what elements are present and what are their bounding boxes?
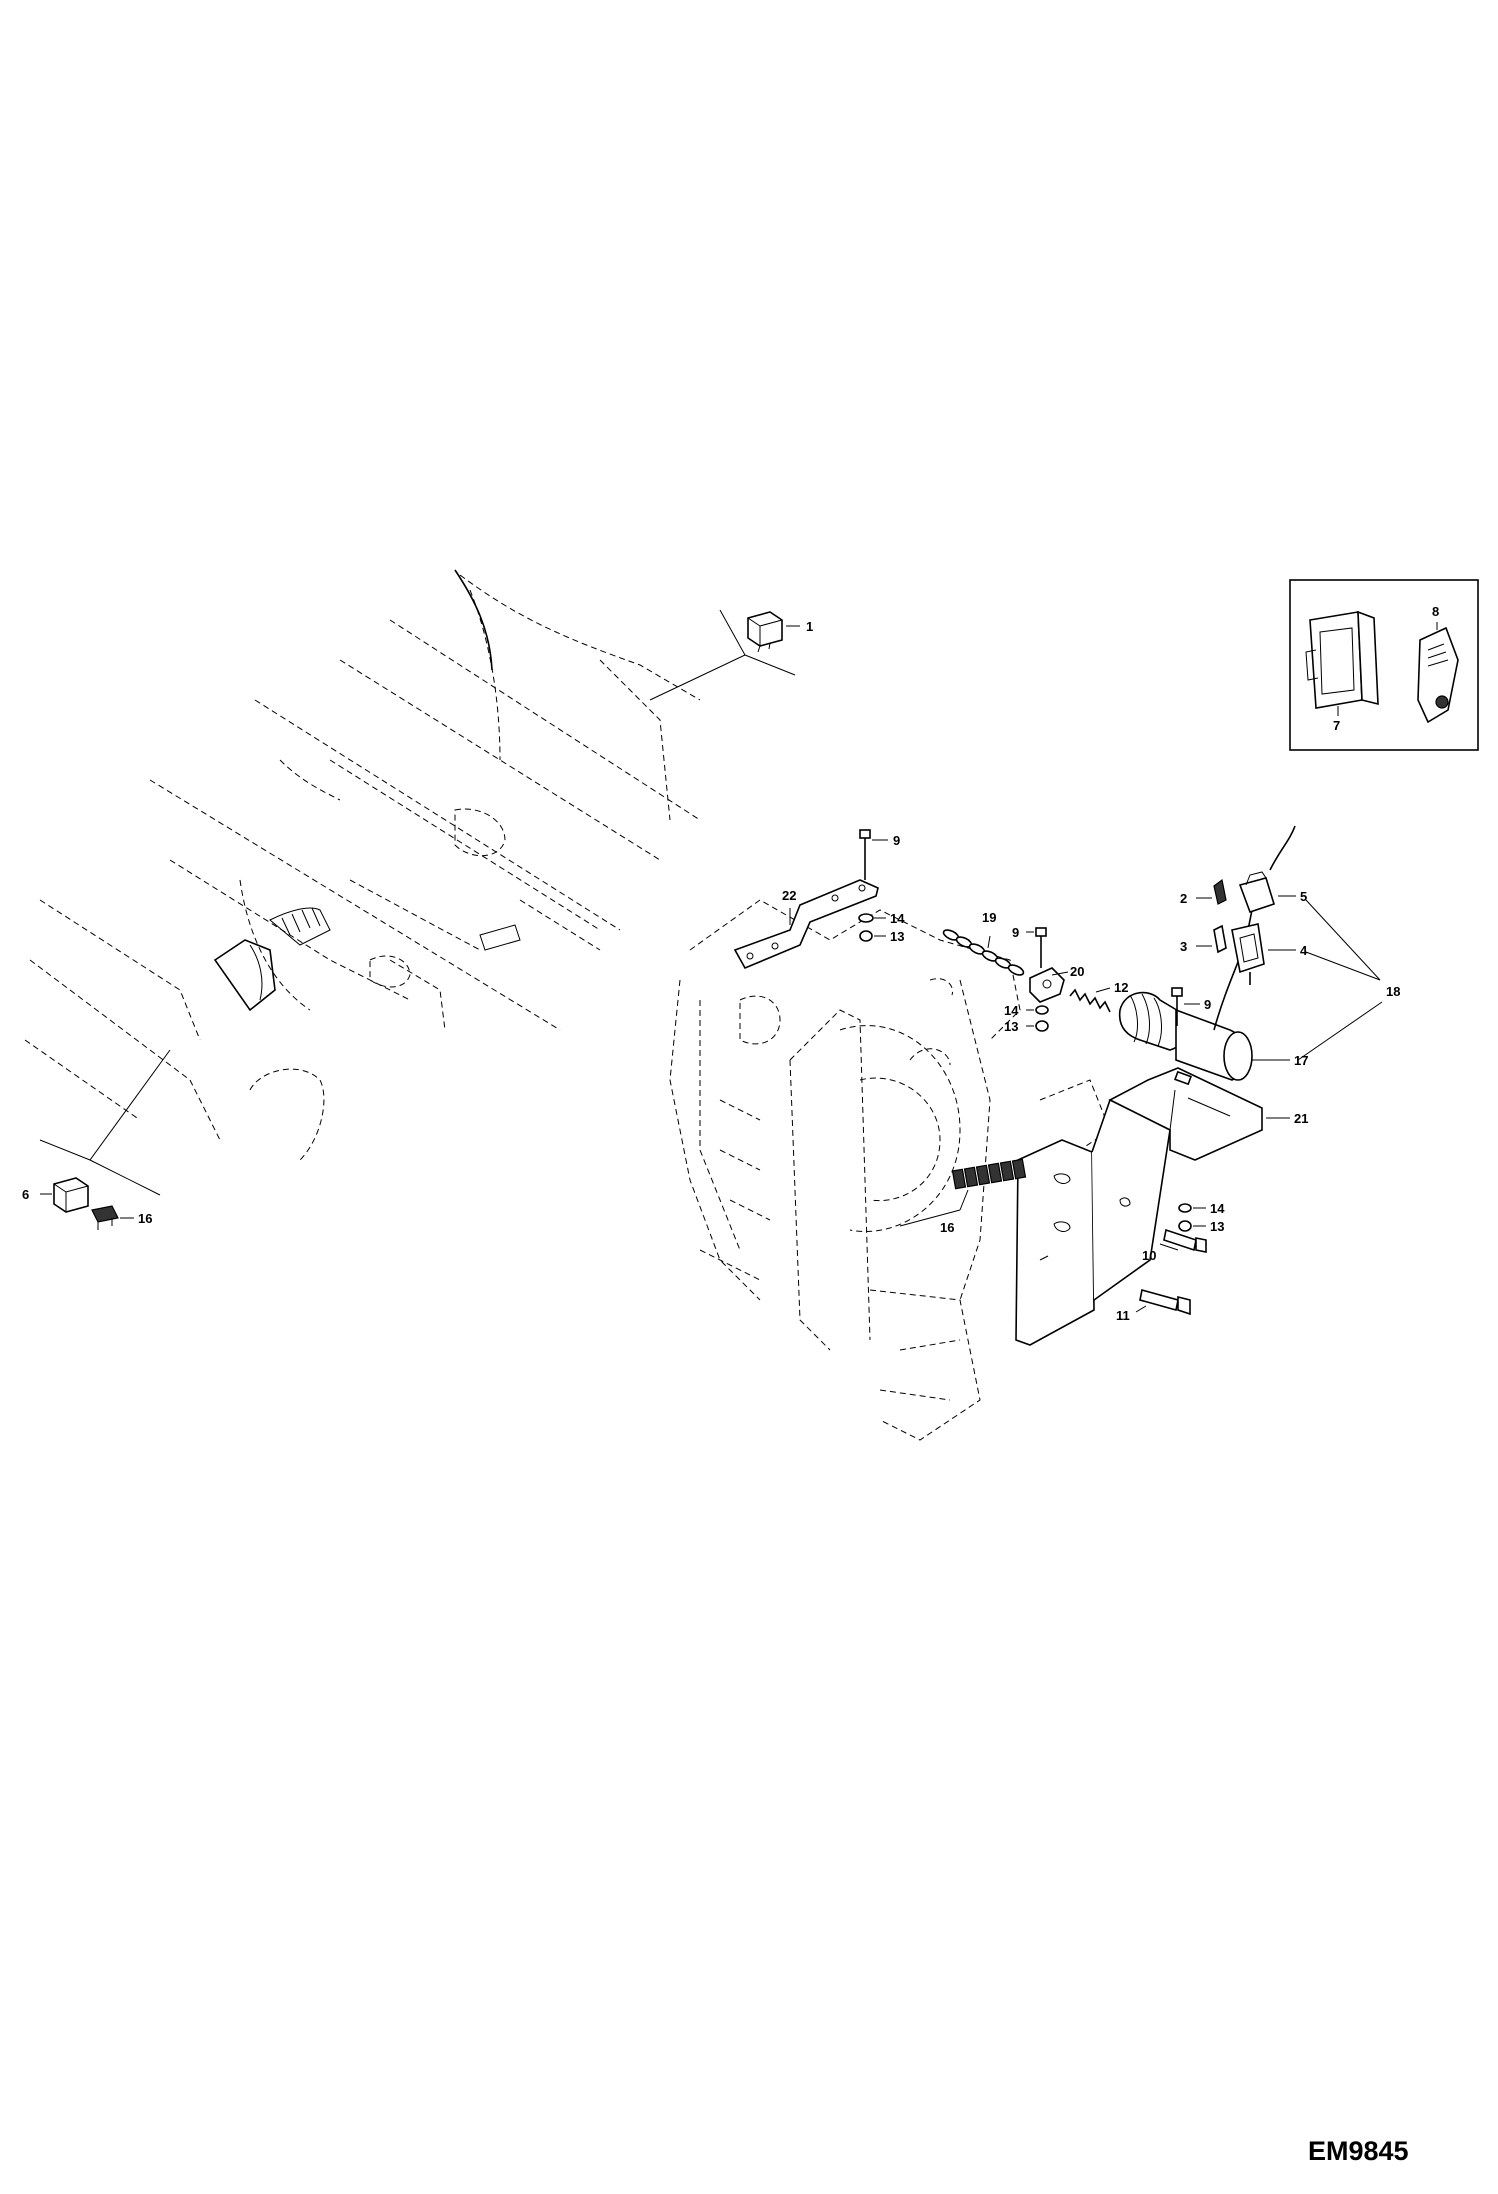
callout-21: 21 <box>1294 1111 1308 1126</box>
callout-2: 2 <box>1180 891 1187 906</box>
clevis-part-20 <box>1029 967 1069 1003</box>
switch-part-7 <box>1305 610 1379 709</box>
bolt-part-9-b <box>1026 927 1047 968</box>
callout-3: 3 <box>1180 939 1187 954</box>
callout-22: 22 <box>782 888 796 903</box>
leader-lines-left <box>39 609 796 1196</box>
callout-9-mid: 9 <box>1012 925 1019 940</box>
callout-20: 20 <box>1070 964 1084 979</box>
callout-12: 12 <box>1114 980 1128 995</box>
callout-9-top: 9 <box>893 833 900 848</box>
inset-box <box>1289 579 1479 751</box>
bolt-part-10 <box>1159 1228 1207 1253</box>
diode-part-16 <box>91 1205 134 1230</box>
callout-19: 19 <box>982 910 996 925</box>
callout-14-top: 14 <box>890 911 905 926</box>
chain-part-19 <box>942 929 1025 976</box>
callout-16-right: 16 <box>940 1220 954 1235</box>
vehicle-frame-solid-detail <box>213 569 521 1012</box>
callout-8: 8 <box>1432 604 1439 619</box>
callout-18: 18 <box>1386 984 1400 999</box>
callout-13-top: 13 <box>890 929 904 944</box>
callout-13-low: 13 <box>1210 1219 1224 1234</box>
callout-14-low: 14 <box>1210 1201 1225 1216</box>
washer-part-14-c <box>1178 1203 1206 1232</box>
callout-6: 6 <box>22 1187 29 1202</box>
connector-part-5 <box>1238 871 1296 914</box>
relay-part-6 <box>40 1177 89 1213</box>
callout-10: 10 <box>1142 1248 1156 1263</box>
bracket-part-22 <box>733 879 879 970</box>
connector-part-4 <box>1231 923 1296 985</box>
bolt-part-9-c <box>1171 987 1200 1026</box>
connector-block-part-16 <box>899 1158 1027 1227</box>
callout-14-mid: 14 <box>1004 1003 1019 1018</box>
callout-5: 5 <box>1300 889 1307 904</box>
callout-7: 7 <box>1333 718 1340 733</box>
bolt-part-9-a <box>859 829 888 880</box>
callout-9-right: 9 <box>1204 997 1211 1012</box>
mounting-plate <box>1015 1098 1171 1346</box>
solenoid-part-17 <box>1118 991 1290 1081</box>
callout-13-mid: 13 <box>1004 1019 1018 1034</box>
terminal-part-3 <box>1196 924 1227 954</box>
callout-16-left: 16 <box>138 1211 152 1226</box>
switch-cover-part-8 <box>1417 626 1459 724</box>
spring-part-12 <box>1069 987 1111 1013</box>
terminal-part-2 <box>1196 878 1227 905</box>
washer-part-14-b <box>1026 1005 1049 1032</box>
washer-part-14-a <box>858 913 886 942</box>
callout-17: 17 <box>1294 1053 1308 1068</box>
drawing-code: EM9845 <box>1308 2136 1409 2166</box>
callout-11: 11 <box>1116 1308 1130 1323</box>
callout-1: 1 <box>806 619 813 634</box>
bolt-part-11 <box>1135 1288 1191 1316</box>
relay-part-1 <box>747 611 800 653</box>
vehicle-frame-outline <box>24 574 701 1161</box>
callout-4: 4 <box>1300 943 1308 958</box>
leader-lines-18 <box>1297 899 1383 1061</box>
callout-labels: 1 6 16 7 8 9 22 14 13 19 9 20 14 13 12 9… <box>22 604 1439 1323</box>
